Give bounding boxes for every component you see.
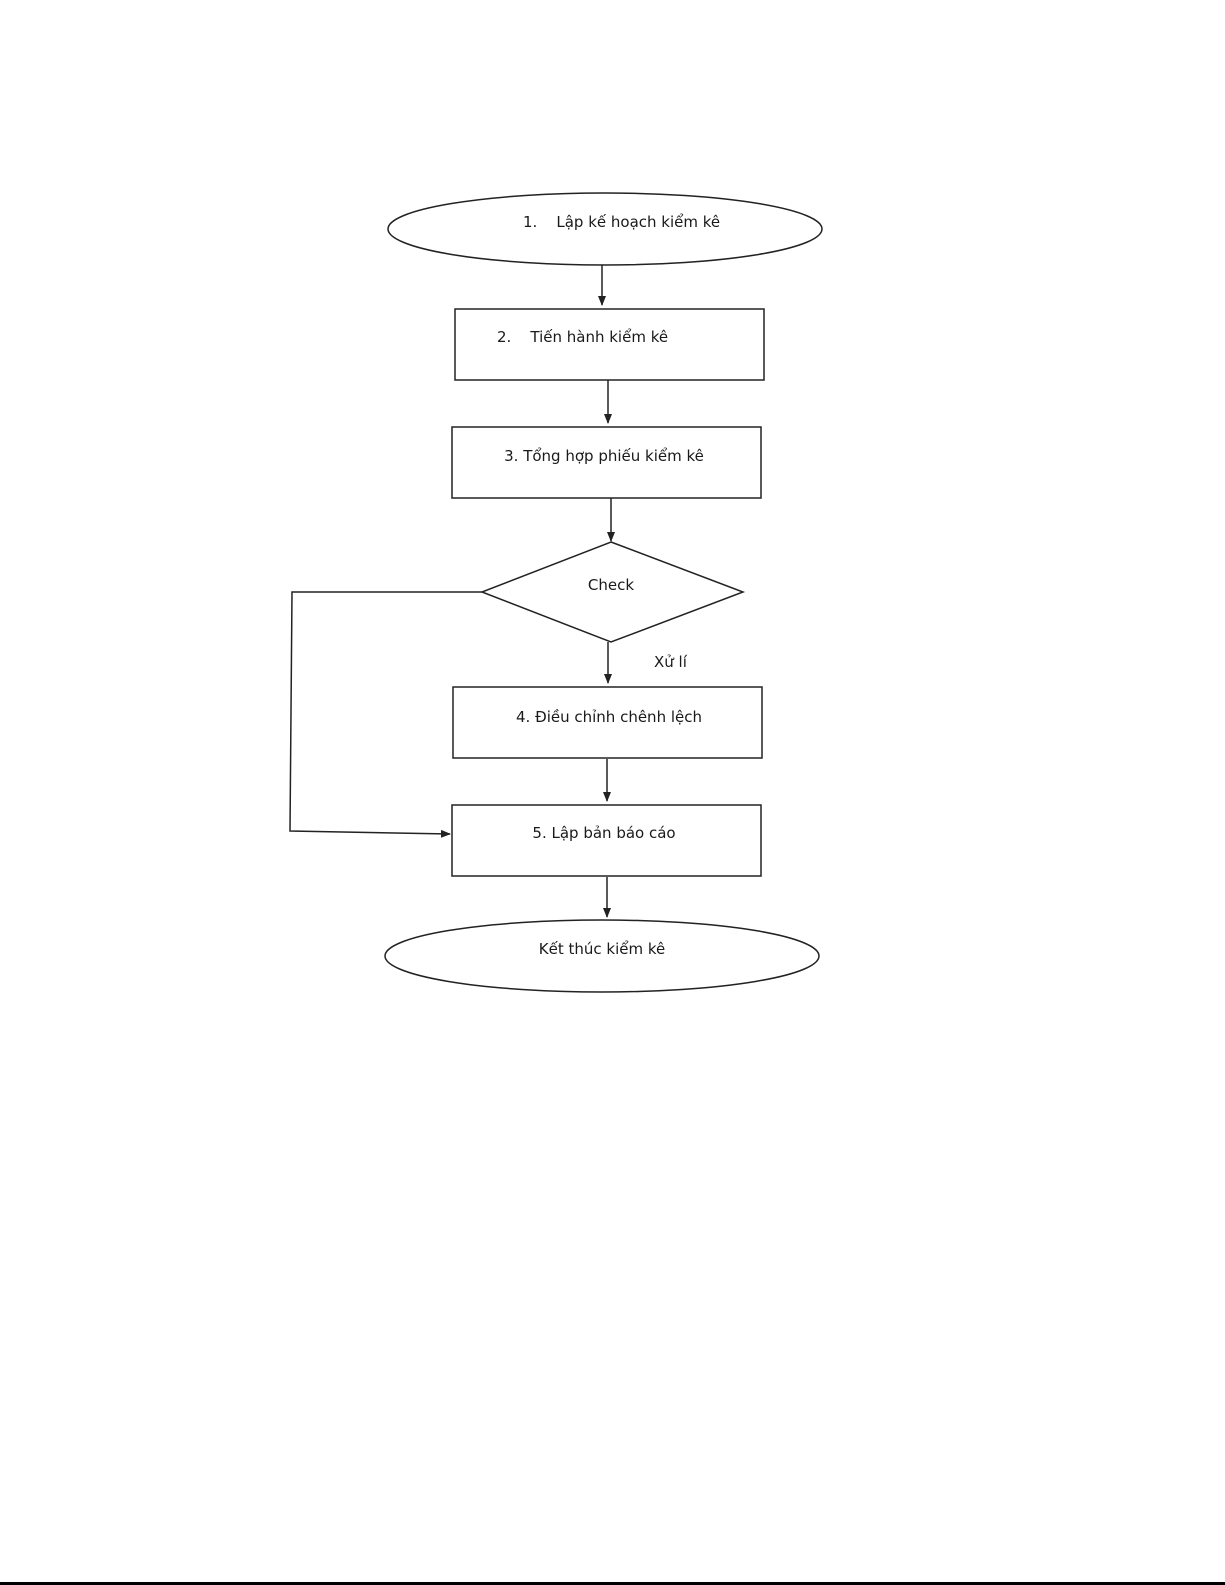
step4-label: 4. Điều chỉnh chênh lệch: [516, 708, 702, 726]
start-label: 1. Lập kế hoạch kiểm kê: [523, 213, 720, 231]
node-step5: 5. Lập bản báo cáo: [452, 805, 761, 876]
node-end: Kết thúc kiểm kê: [385, 920, 819, 992]
node-step2: 2. Tiến hành kiểm kê: [455, 309, 764, 380]
node-start: 1. Lập kế hoạch kiểm kê: [388, 193, 822, 265]
step3-label: 3. Tổng hợp phiếu kiểm kê: [504, 447, 704, 465]
step5-label: 5. Lập bản báo cáo: [532, 824, 675, 842]
node-step4: 4. Điều chỉnh chênh lệch: [453, 687, 762, 758]
node-check: Check: [482, 542, 743, 642]
edge-label-xu-li: Xử lí: [654, 653, 688, 671]
step2-label: 2. Tiến hành kiểm kê: [497, 328, 668, 346]
end-label: Kết thúc kiểm kê: [539, 940, 665, 958]
check-label: Check: [588, 576, 634, 594]
node-step3: 3. Tổng hợp phiếu kiểm kê: [452, 427, 761, 498]
